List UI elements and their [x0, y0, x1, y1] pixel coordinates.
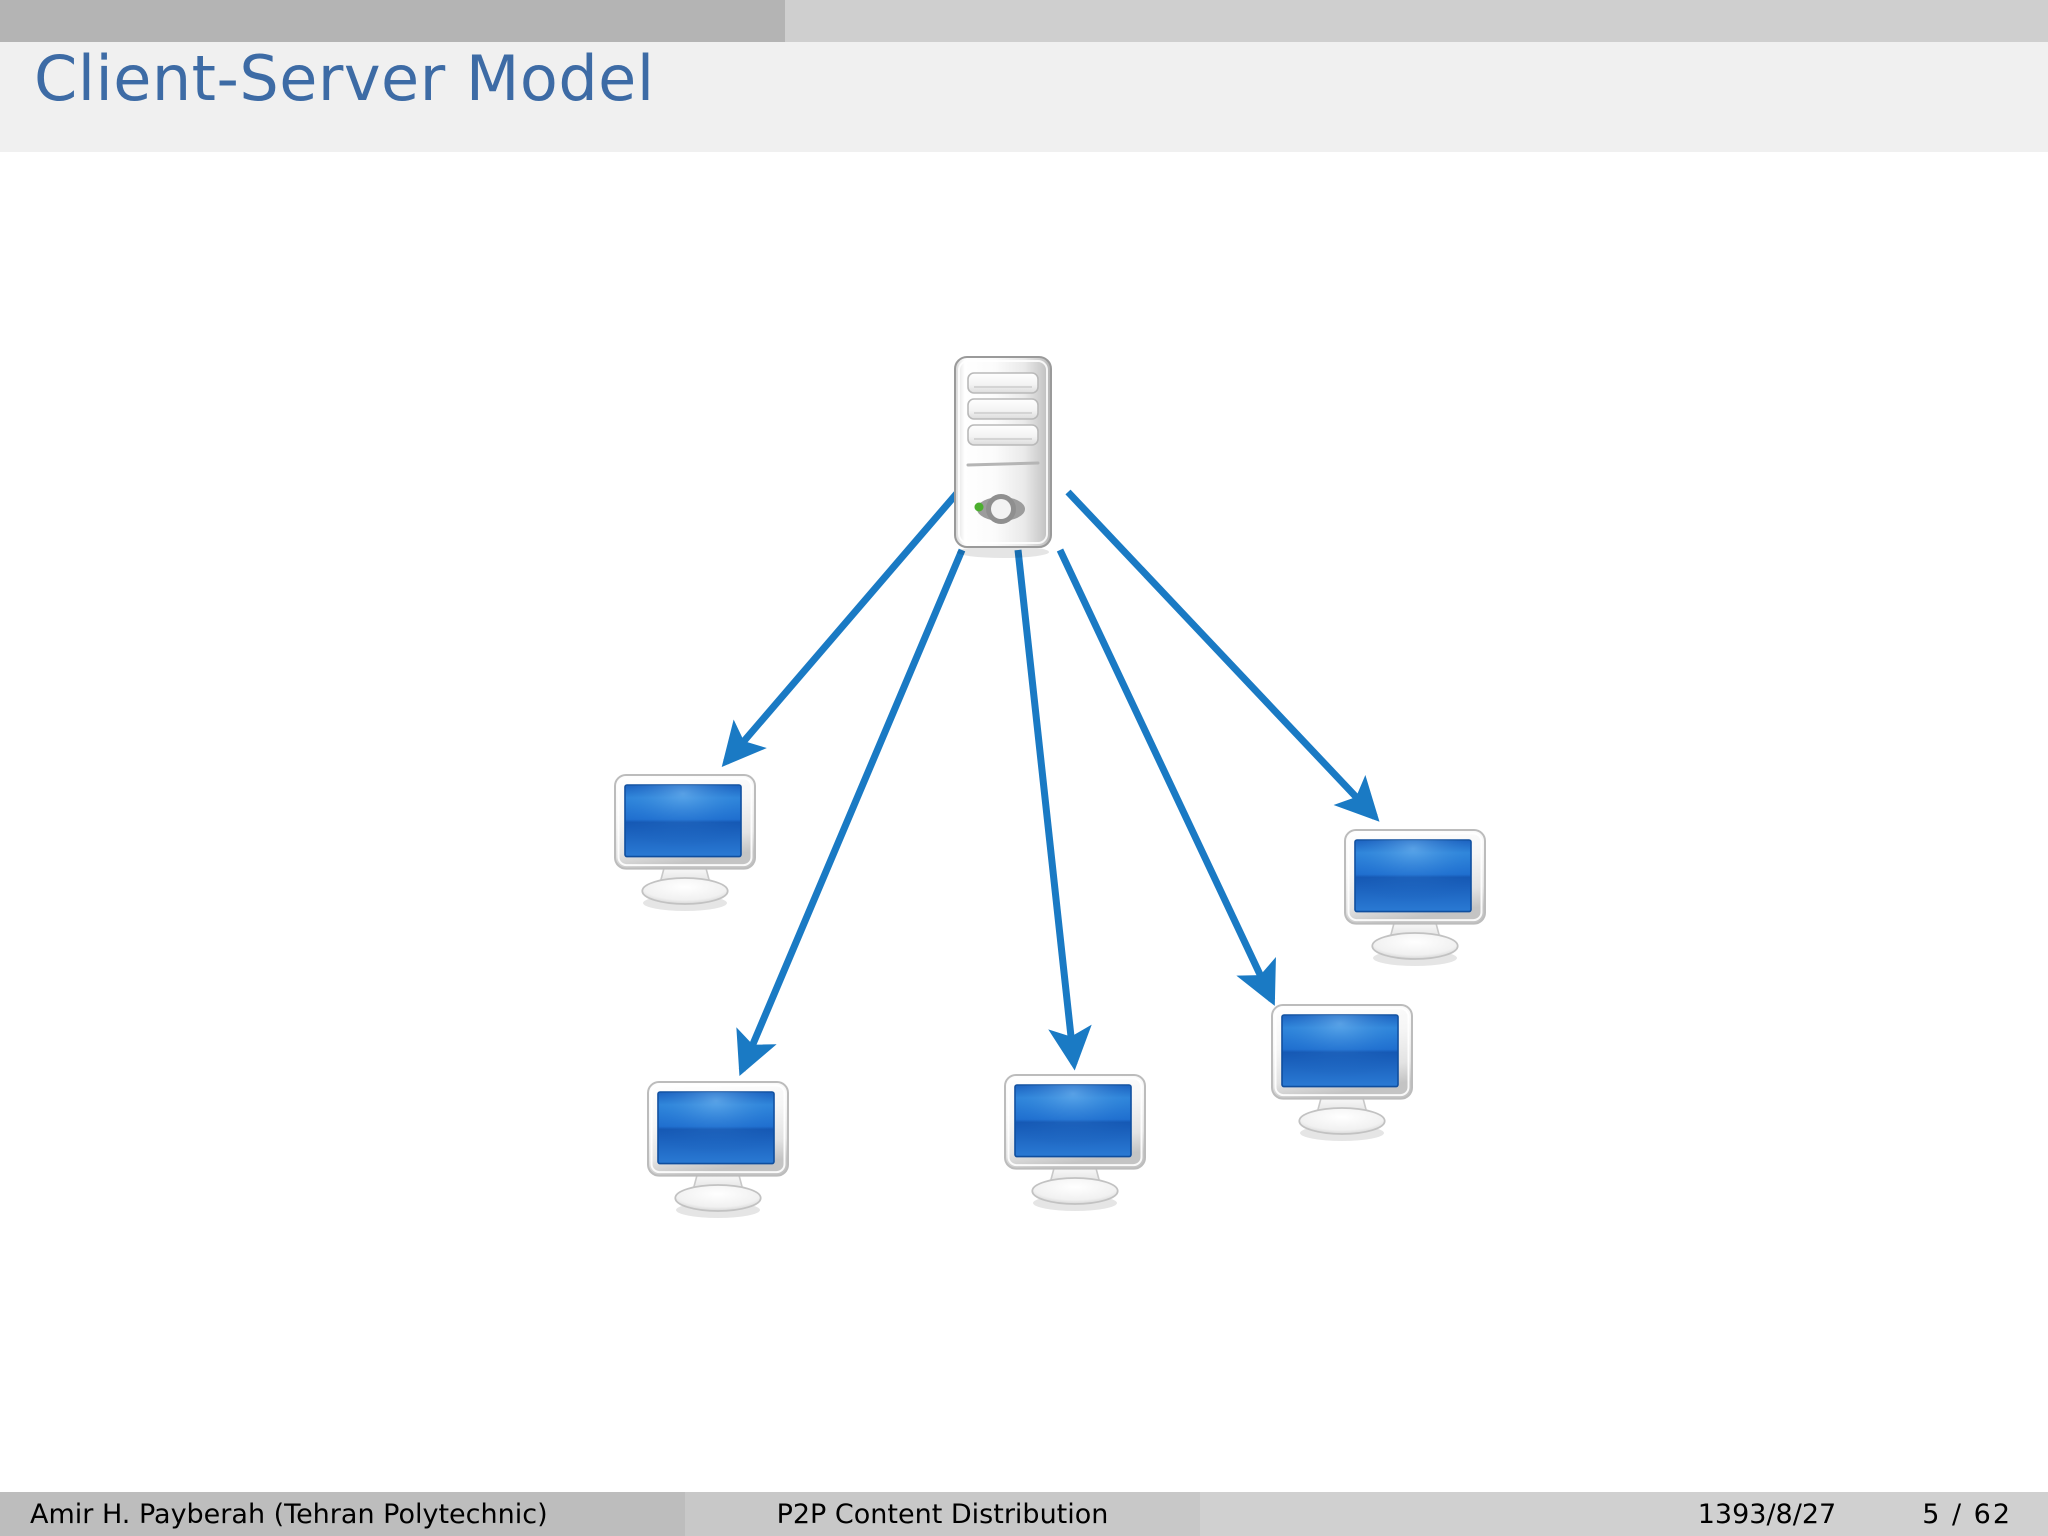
title-band: [0, 42, 2048, 152]
top-bar-left-segment: [0, 0, 785, 42]
footer-date: 1393/8/27: [1697, 1498, 1837, 1530]
client-monitor-bottom-center: [1004, 1074, 1146, 1211]
diagram-canvas: [0, 152, 2048, 1492]
page-title: Client-Server Model: [34, 42, 655, 115]
server-to-middle-right: [1056, 548, 1276, 1006]
top-bar-right-segment: [785, 0, 2048, 42]
server-tower: [954, 356, 1052, 558]
slide-footer: Amir H. Payberah (Tehran Polytechnic) P2…: [0, 1492, 2048, 1536]
footer-author: Amir H. Payberah (Tehran Polytechnic): [0, 1492, 685, 1536]
footer-subject: P2P Content Distribution: [685, 1492, 1200, 1536]
server-to-bottom-center: [1014, 549, 1092, 1071]
server-to-upper-right: [1065, 489, 1380, 822]
top-decoration-bar: [0, 0, 2048, 42]
arrow-layer: [721, 489, 1380, 1077]
client-server-diagram: [614, 356, 1486, 1218]
client-monitor-middle-right: [1271, 1004, 1413, 1141]
footer-page-number: 5 / 62: [1922, 1498, 2012, 1530]
node-layer: [614, 356, 1486, 1218]
client-monitor-upper-right: [1344, 829, 1486, 966]
client-monitor-upper-left: [614, 774, 756, 911]
server-to-upper-left: [721, 489, 961, 767]
client-monitor-lower-left: [647, 1081, 789, 1218]
server-to-lower-left: [736, 548, 966, 1077]
footer-meta: 1393/8/27 5 / 62: [1200, 1492, 2048, 1536]
